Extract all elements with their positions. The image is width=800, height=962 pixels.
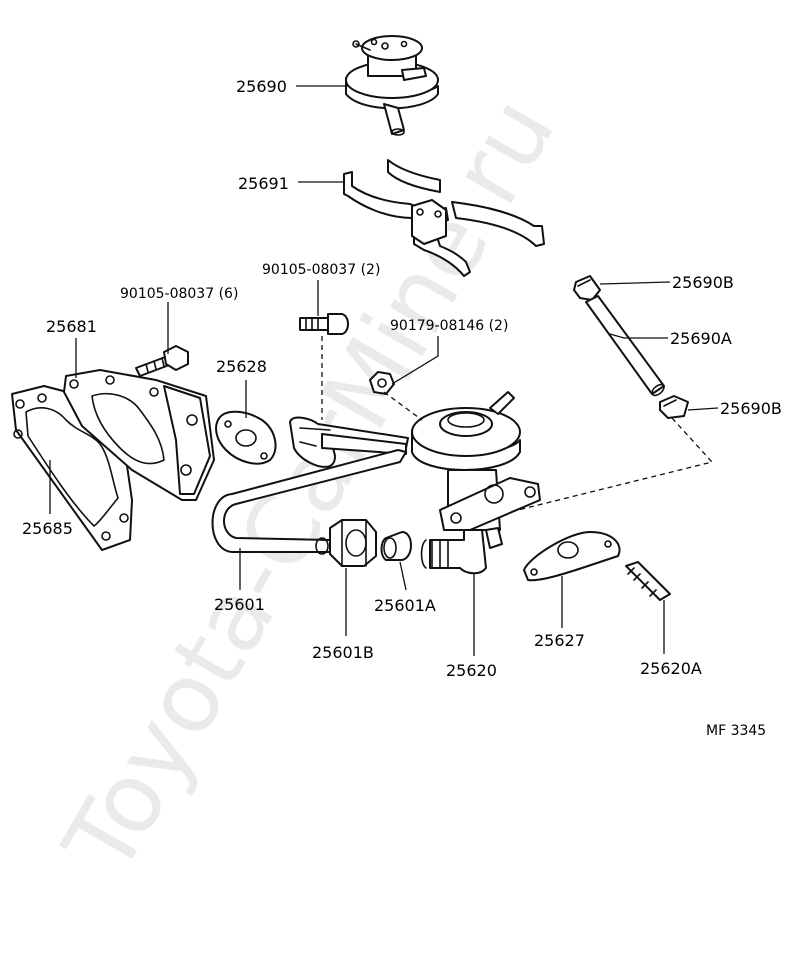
part-25601-pipe — [211, 416, 409, 555]
part-25690B-clamp-bottom — [659, 395, 689, 419]
label-25627: 25627 — [534, 631, 585, 650]
part-25627-gasket — [523, 531, 621, 582]
part-25690A-hose — [585, 295, 665, 397]
part-25628-gasket — [215, 410, 277, 465]
drawing-code: MF 3345 — [706, 723, 766, 739]
label-25681: 25681 — [46, 317, 97, 336]
dashed-line-nut-to-valve — [383, 391, 423, 421]
part-25620A-stud — [625, 561, 671, 601]
label-25691: 25691 — [238, 174, 289, 193]
label-25601B: 25601B — [312, 643, 374, 662]
bolt-90105-08037-6 — [135, 345, 189, 377]
leader-lines — [49, 85, 719, 656]
part-25601A-sleeve — [380, 531, 412, 561]
bolt-90105-08037-2 — [299, 313, 349, 335]
part-25691-bracket — [343, 159, 545, 277]
label-25628: 25628 — [216, 357, 267, 376]
label-nut-2: 90179-08146 (2) — [390, 318, 508, 334]
label-bolt-6: 90105-08037 (6) — [120, 286, 238, 302]
label-25690B-top: 25690B — [672, 273, 734, 292]
part-25601B-nut — [329, 519, 377, 567]
part-25681-plate — [63, 369, 215, 501]
nut-90179-08146 — [369, 371, 395, 395]
label-25620A: 25620A — [640, 659, 702, 678]
label-25690B-bottom: 25690B — [720, 399, 782, 418]
dashed-line-hose-to-valve — [509, 417, 714, 513]
label-25690A: 25690A — [670, 329, 732, 348]
label-25690: 25690 — [236, 77, 287, 96]
part-25690-modulator — [345, 35, 439, 136]
label-bolt-2: 90105-08037 (2) — [262, 262, 380, 278]
label-25601A: 25601A — [374, 596, 436, 615]
label-25685: 25685 — [22, 519, 73, 538]
part-25620-egr-valve — [411, 391, 541, 575]
label-25620: 25620 — [446, 661, 497, 680]
label-25601: 25601 — [214, 595, 265, 614]
